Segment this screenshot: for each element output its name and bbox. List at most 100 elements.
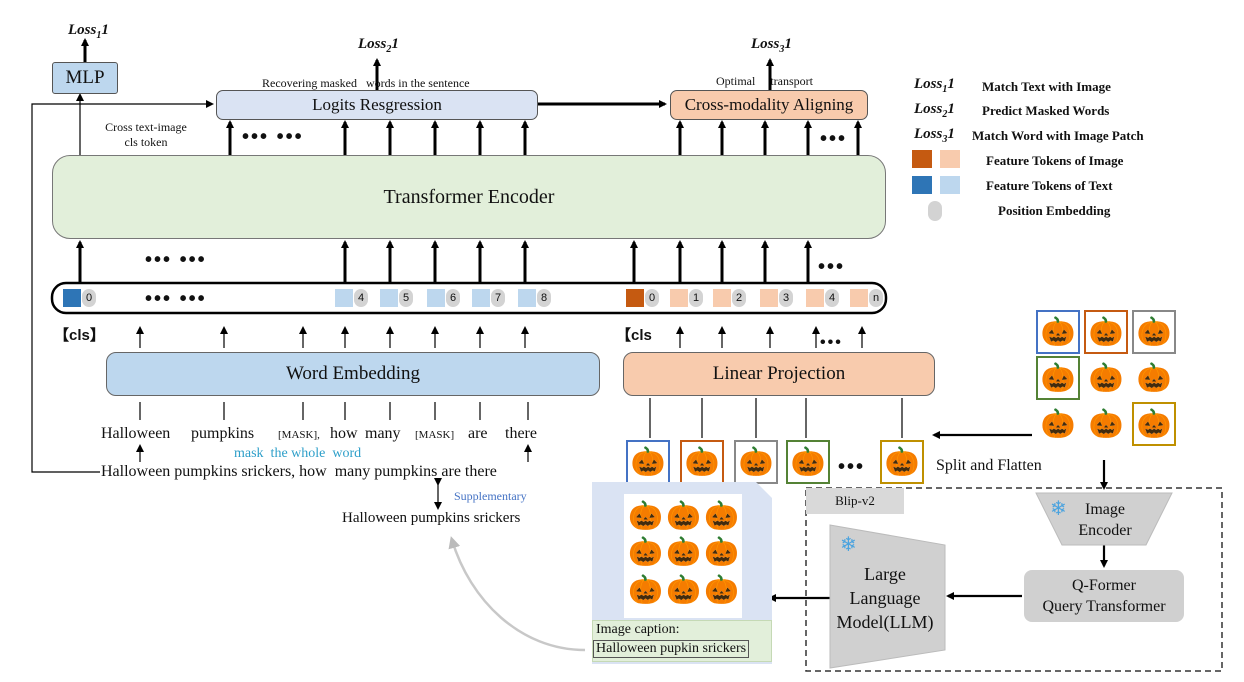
pumpkin-icon: 🎃 — [1088, 361, 1124, 394]
text-cls-token — [63, 289, 81, 307]
mask-token: [MASK] — [415, 429, 455, 441]
image-caption-value: Halloween pupkin srickers — [593, 640, 750, 658]
grid-patch: 🎃 — [1036, 402, 1080, 446]
word: are — [468, 425, 488, 442]
pumpkin-icon: 🎃 — [790, 445, 826, 478]
legend-loss2: Loss21 — [914, 101, 955, 120]
grid-patch: 🎃 — [1132, 310, 1176, 354]
ellipsis-row-text: ••• ••• — [145, 288, 207, 310]
split-flatten-label: Split and Flatten — [936, 457, 1042, 474]
transformer-encoder-box: Transformer Encoder — [52, 155, 886, 239]
pumpkin-icon: 🎃 — [666, 573, 701, 606]
loss2-label: Loss21 — [358, 36, 399, 55]
pumpkin-icon: 🎃 — [666, 535, 701, 568]
grid-patch: 🎃 — [1036, 356, 1080, 400]
pumpkin-icon: 🎃 — [704, 573, 739, 606]
blip-v2-tab: Blip-v2 — [806, 488, 904, 514]
pumpkin-icon: 🎃 — [1136, 315, 1172, 348]
pumpkin-icon: 🎃 — [1040, 361, 1076, 394]
image-token — [670, 289, 688, 307]
mask-token: [MASK], — [278, 429, 320, 441]
image-token — [713, 289, 731, 307]
flattened-patch: 🎃 — [626, 440, 670, 484]
pumpkin-icon: 🎃 — [628, 499, 663, 532]
recovering-annotation: Recovering masked words in the sentence — [262, 76, 470, 90]
legend-loss1: Loss11 — [914, 76, 955, 95]
full-sentence: Halloween pumpkins srickers, how many pu… — [101, 463, 497, 480]
position-embedding: 0 — [82, 289, 96, 307]
pumpkin-icon: 🎃 — [630, 445, 666, 478]
pumpkin-icon: 🎃 — [1040, 315, 1076, 348]
legend-label: Match Word with Image Patch — [972, 128, 1144, 143]
position-embedding: 5 — [399, 289, 413, 307]
loss1-label: Loss11 — [68, 22, 109, 41]
image-caption-label: Image caption: — [596, 622, 680, 637]
pumpkin-icon: 🎃 — [684, 445, 720, 478]
ellipsis-bottom-image: ••• — [820, 334, 843, 351]
pumpkin-icon: 🎃 — [704, 535, 739, 568]
pumpkin-icon: 🎃 — [628, 535, 663, 568]
pumpkin-icon: 🎃 — [704, 499, 739, 532]
cross-cls-annotation: Cross text-image cls token — [105, 120, 187, 149]
linear-projection-box: Linear Projection — [623, 352, 935, 396]
qformer-box: Q-Former Query Transformer — [1024, 570, 1184, 622]
text-token — [472, 289, 490, 307]
word: there — [505, 425, 537, 442]
flattened-patch: 🎃 — [680, 440, 724, 484]
text-token — [518, 289, 536, 307]
word: how — [330, 425, 358, 442]
pumpkin-icon: 🎃 — [1136, 407, 1172, 440]
position-embedding: 4 — [825, 289, 839, 307]
position-embedding: 1 — [689, 289, 703, 307]
grid-patch: 🎃 — [1084, 356, 1128, 400]
legend-label: Position Embedding — [998, 203, 1111, 218]
ellipsis-top-image: ••• — [820, 128, 848, 150]
legend-loss3: Loss31 — [914, 126, 955, 145]
word: many — [365, 425, 401, 442]
position-embedding: 6 — [446, 289, 460, 307]
flattened-patch: 🎃 — [786, 440, 830, 484]
word-embedding-box: Word Embedding — [106, 352, 600, 396]
ellipsis-patches: ••• — [838, 456, 866, 478]
ellipsis-mid-text: ••• ••• — [145, 249, 207, 271]
pumpkin-icon: 🎃 — [1088, 407, 1124, 440]
grid-patch: 🎃 — [1132, 356, 1176, 400]
text-token — [427, 289, 445, 307]
flattened-patch: 🎃 — [880, 440, 924, 484]
cross-modality-aligning-box: Cross-modality Aligning — [670, 90, 868, 120]
loss3-label: Loss31 — [751, 36, 792, 55]
position-embedding: 0 — [645, 289, 659, 307]
pumpkin-icon: 🎃 — [1088, 315, 1124, 348]
position-embedding: n — [869, 289, 883, 307]
image-token — [760, 289, 778, 307]
ellipsis-top-text: ••• ••• — [242, 126, 304, 148]
text-token — [380, 289, 398, 307]
word: pumpkins — [191, 425, 255, 442]
llm-label: Large Language Model(LLM) — [836, 564, 934, 632]
mask-whole-word-note: mask the whole word — [234, 446, 362, 461]
image-encoder-label: Image Encoder — [1078, 501, 1132, 539]
pumpkin-icon: 🎃 — [1040, 407, 1076, 440]
legend-label: Match Text with Image — [982, 79, 1111, 94]
snowflake-icon: ❄ — [840, 532, 857, 556]
grid-patch: 🎃 — [1084, 402, 1128, 446]
optimal-transport-annotation: Optimal transport — [716, 74, 813, 88]
grid-patch: 🎃 — [1036, 310, 1080, 354]
legend-swatch-position — [928, 201, 942, 221]
position-embedding: 3 — [779, 289, 793, 307]
position-embedding: 8 — [537, 289, 551, 307]
word: Halloween — [101, 425, 171, 442]
snowflake-icon: ❄ — [1050, 496, 1067, 520]
pumpkin-icon: 🎃 — [628, 573, 663, 606]
supplementary-label: Supplementary — [454, 489, 527, 503]
short-caption: Halloween pumpkins srickers — [342, 510, 521, 526]
legend-label: Feature Tokens of Text — [986, 178, 1113, 193]
legend-swatch-text-light — [940, 176, 960, 194]
image-token — [850, 289, 868, 307]
caption-image-panel — [592, 482, 772, 664]
mlp-box: MLP — [52, 62, 118, 94]
pumpkin-icon: 🎃 — [884, 445, 920, 478]
image-token — [806, 289, 824, 307]
pumpkin-icon: 🎃 — [738, 445, 774, 478]
